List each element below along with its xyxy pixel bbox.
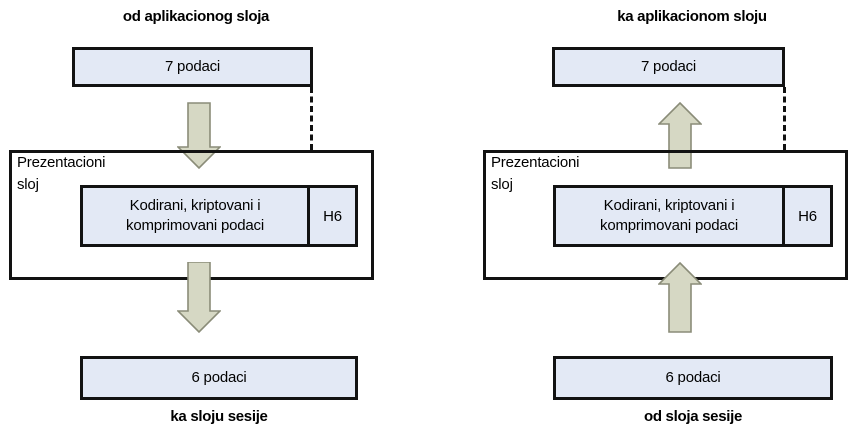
left-top-caption: od aplikacionog sloja (122, 8, 270, 25)
right-pdu: Kodirani, kriptovani i komprimovani poda… (553, 185, 833, 247)
right-arrow-from-lower-layer (658, 262, 702, 333)
left-dashed-boundary-upper (310, 87, 313, 150)
right-layer-label-line1: Prezentacioni (491, 154, 580, 171)
left-pdu-payload-line2: komprimovani podaci (126, 217, 264, 234)
right-top-data-box: 7 podaci (552, 47, 785, 87)
left-layer-label: Prezentacioni sloj (17, 152, 105, 196)
right-pdu-payload-line1: Kodirani, kriptovani i (603, 196, 735, 214)
left-pdu-payload: Kodirani, kriptovani i komprimovani poda… (83, 188, 307, 244)
left-pdu: Kodirani, kriptovani i komprimovani poda… (80, 185, 358, 247)
left-bottom-caption: ka sloju sesije (170, 408, 268, 425)
right-pdu-payload-line2: komprimovani podaci (600, 217, 738, 234)
right-pdu-payload: Kodirani, kriptovani i komprimovani poda… (556, 188, 782, 244)
right-pdu-header: H6 (782, 188, 830, 244)
left-layer-label-line1: Prezentacioni (17, 154, 106, 171)
right-layer-label-line2: sloj (491, 175, 513, 193)
left-pdu-payload-line1: Kodirani, kriptovani i (129, 196, 261, 214)
right-bottom-data-box: 6 podaci (553, 356, 833, 400)
left-pdu-header: H6 (307, 188, 355, 244)
right-top-caption: ka aplikacionom sloju (617, 8, 767, 25)
panel-decapsulation: ka aplikacionom sloju 7 podaci Prezentac… (432, 0, 864, 443)
right-dashed-boundary-upper (783, 87, 786, 150)
panel-encapsulation: od aplikacionog sloja 7 podaci Prezentac… (9, 8, 374, 425)
left-bottom-data-box: 6 podaci (80, 356, 358, 400)
right-layer-label: Prezentacioni sloj (491, 152, 579, 196)
left-layer-label-line2: sloj (17, 175, 39, 193)
left-arrow-out-of-layer (177, 262, 221, 333)
left-top-data-box: 7 podaci (72, 47, 313, 87)
right-bottom-caption: od sloja sesije (643, 408, 743, 425)
